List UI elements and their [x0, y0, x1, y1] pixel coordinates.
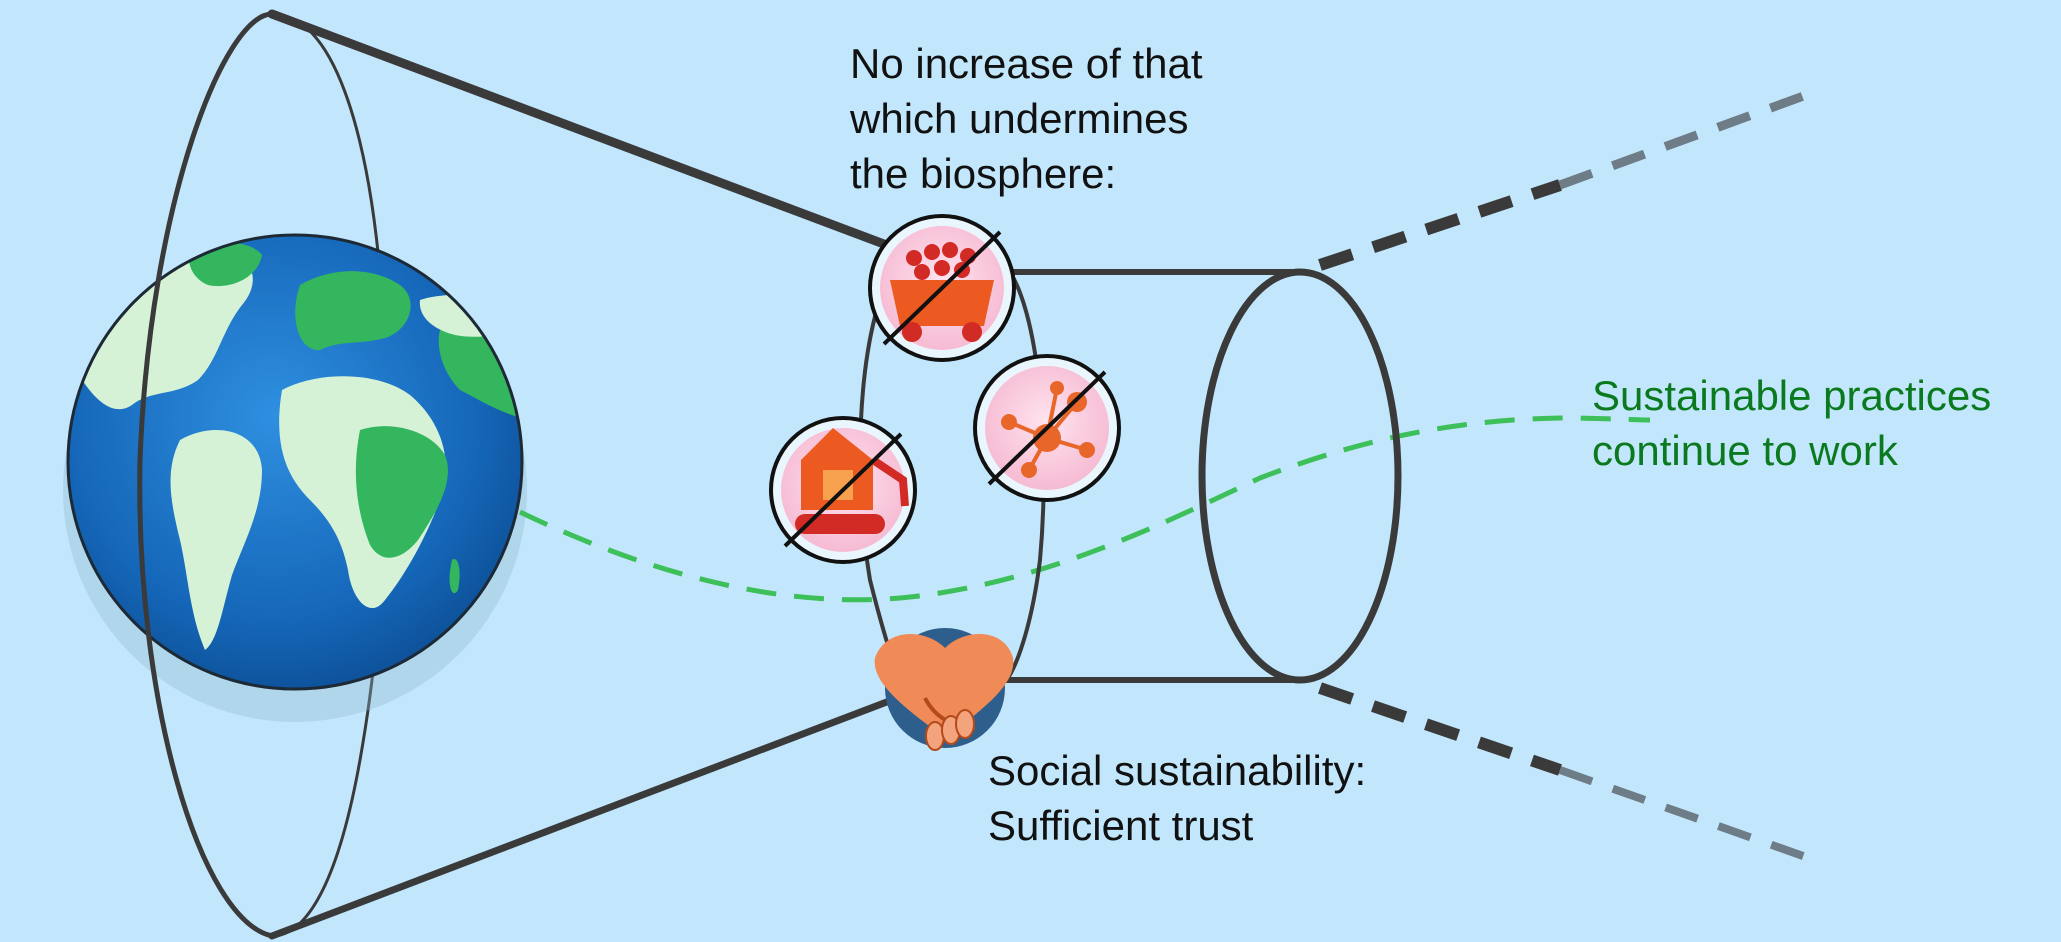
social-sustainability-line2: Sufficient trust: [988, 802, 1254, 849]
biosphere-label-line3: the biosphere:: [850, 150, 1117, 197]
cylinder-end-ellipse: [1198, 268, 1402, 684]
sustainable-practices-line1: Sustainable practices: [1592, 372, 1992, 419]
social-sustainability-label: Social sustainability: Sufficient trust: [988, 743, 1366, 853]
network-icon: [973, 354, 1121, 502]
biosphere-label-line2: which undermines: [850, 95, 1189, 142]
big-ellipse-front: [137, 11, 275, 939]
sustainable-practices-label: Sustainable practices continue to work: [1592, 368, 1991, 478]
funnel-top-line: [267, 9, 910, 257]
funnel-bottom-line: [268, 691, 909, 940]
sustainable-practices-line2: continue to work: [1592, 427, 1898, 474]
social-sustainability-line1: Social sustainability:: [988, 747, 1367, 794]
biosphere-label-line1: No increase of that: [850, 40, 1203, 87]
ring-ellipse-right: [1003, 270, 1046, 682]
sustainable-path-dashed: [518, 415, 1651, 603]
handshake-icon: [874, 628, 1014, 751]
excavator-icon: [769, 416, 917, 564]
mining-cart-icon: [868, 214, 1016, 362]
future-projection-lines: [1318, 85, 1822, 866]
biosphere-label: No increase of that which undermines the…: [850, 36, 1203, 201]
globe-icon: [63, 233, 527, 722]
